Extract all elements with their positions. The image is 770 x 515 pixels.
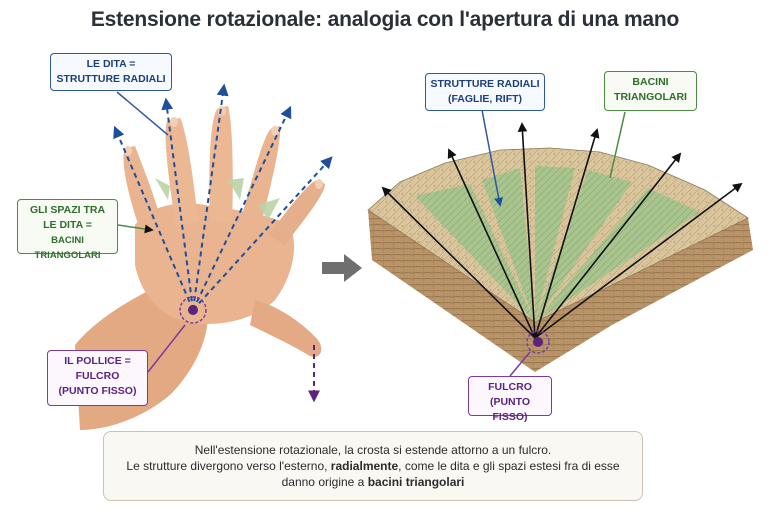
- thumb-label-line2: FULCRO: [75, 370, 120, 382]
- thumb-label-line1: IL POLLICE =: [64, 355, 131, 367]
- fulcrum-label-line2: (PUNTO FISSO): [489, 396, 531, 423]
- caption-line1: Nell'estensione rotazionale, la crosta s…: [194, 443, 552, 457]
- gaps-basins-label: GLI SPAZI TRA LE DITA = BACINI TRIANGOLA…: [17, 199, 118, 261]
- fan-block-illustration: [367, 109, 753, 377]
- fingers-radial-label: LE DITA = STRUTTURE RADIALI: [50, 53, 172, 91]
- basins-label-line1: BACINI: [632, 76, 669, 88]
- radial-label-line1: STRUTTURE RADIALI: [430, 78, 540, 90]
- fulcrum-label-line1: FULCRO: [488, 381, 532, 393]
- fingers-label-line2: STRUTTURE RADIALI: [56, 73, 166, 85]
- caption-line3-bold: bacini triangolari: [367, 475, 465, 489]
- hand-illustration: [75, 83, 333, 430]
- thumb-fulcrum-label: IL POLLICE = FULCRO (PUNTO FISSO): [47, 350, 148, 406]
- caption-line3: danno origine a bacini triangolari: [118, 474, 628, 490]
- caption-line3-start: danno origine a: [281, 475, 368, 489]
- radial-label-line2: (FAGLIE, RIFT): [447, 93, 523, 105]
- basins-label-line2: TRIANGOLARI: [614, 91, 687, 103]
- gaps-label-line1: GLI SPAZI TRA: [29, 204, 106, 216]
- diagram-title: Estensione rotazionale: analogia con l'a…: [90, 8, 680, 31]
- caption-line2-end: , come le dita e gli spazi estesi fra di…: [398, 459, 620, 473]
- triangular-basins-label: BACINI TRIANGOLARI: [604, 71, 697, 111]
- fulcrum-label: FULCRO (PUNTO FISSO): [468, 376, 552, 423]
- gaps-label-line3: BACINI TRIANGOLARI: [34, 235, 101, 261]
- explanation-caption: Nell'estensione rotazionale, la crosta s…: [103, 431, 643, 501]
- transition-arrow: [322, 254, 362, 282]
- thumb-label-line3: (PUNTO FISSO): [58, 385, 137, 397]
- radial-structures-label: STRUTTURE RADIALI (FAGLIE, RIFT): [425, 73, 545, 111]
- caption-line2-bold: radialmente: [330, 459, 399, 473]
- caption-line2: Le strutture divergono verso l'esterno, …: [118, 458, 628, 474]
- caption-line2-start: Le strutture divergono verso l'esterno,: [126, 459, 331, 473]
- gaps-label-line2: LE DITA =: [43, 219, 92, 231]
- fingers-label-line1: LE DITA =: [86, 58, 136, 70]
